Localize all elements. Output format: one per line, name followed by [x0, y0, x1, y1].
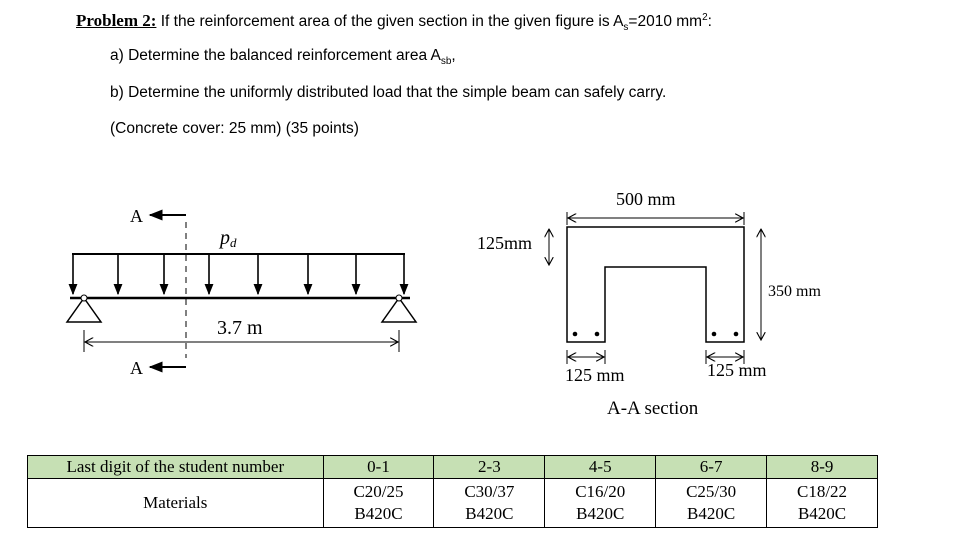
concrete-class: C20/25	[353, 482, 404, 501]
load-arrows	[68, 254, 409, 296]
rebar-left-2	[594, 331, 600, 337]
section-mark-bottom: A	[130, 358, 143, 378]
cross-section: 500 mm 125mm 350 mm 125 mm 125 mm A-A se…	[477, 189, 821, 419]
steel-class: B420C	[687, 504, 736, 523]
header-label-cell: Last digit of the student number	[27, 455, 324, 479]
section-mark-top: A	[130, 206, 143, 226]
problem-title: Problem 2: If the reinforcement area of …	[76, 11, 712, 33]
steel-class: B420C	[576, 504, 625, 523]
concrete-class: C30/37	[464, 482, 515, 501]
concrete-class: C18/22	[797, 482, 848, 501]
steel-class: B420C	[354, 504, 403, 523]
steel-class: B420C	[465, 504, 514, 523]
flange-label: 125mm	[477, 233, 532, 253]
digits-cell: 4-5	[544, 455, 657, 479]
part-a-text: a) Determine the balanced reinforcement …	[110, 47, 441, 64]
part-a: a) Determine the balanced reinforcement …	[110, 47, 456, 67]
problem-label: Problem 2:	[76, 11, 157, 30]
digits-cell: 0-1	[322, 455, 435, 479]
rebar-right-1	[711, 331, 717, 337]
span-label: 3.7 m	[217, 317, 263, 339]
part-b: b) Determine the uniformly distributed l…	[110, 84, 667, 101]
digits-cell: 8-9	[766, 455, 878, 479]
section-caption: A-A section	[607, 398, 699, 419]
rebar-left-1	[572, 331, 578, 337]
part-a-end: ,	[451, 47, 456, 64]
section-outline	[566, 226, 745, 343]
right-pin-support	[380, 294, 418, 323]
statement-value: =2010 mm	[628, 13, 703, 30]
left-pin-support	[65, 294, 103, 323]
digits-cell: 2-3	[433, 455, 546, 479]
rebar-right-2	[733, 331, 739, 337]
part-a-subscript: sb	[440, 56, 452, 68]
concrete-cover-note: (Concrete cover: 25 mm) (35 points)	[110, 120, 359, 137]
left-web-label: 125 mm	[565, 365, 625, 385]
statement-end: :	[707, 13, 712, 30]
concrete-class: C25/30	[686, 482, 737, 501]
statement-superscript: 2	[702, 11, 708, 23]
width-label: 500 mm	[616, 189, 676, 209]
right-web-label: 125 mm	[707, 360, 767, 380]
simple-beam: A A pd 3.7 m	[65, 206, 418, 378]
digits-cell: 6-7	[655, 455, 768, 479]
steel-class: B420C	[797, 504, 847, 523]
materials-table: Last digit of the student number 0-1 2-3…	[27, 455, 878, 528]
as-subscript: s	[623, 22, 629, 34]
height-label: 350 mm	[768, 283, 821, 300]
materials-label-cell: Materials	[27, 478, 324, 528]
table-header-row: Last digit of the student number 0-1 2-3…	[27, 455, 878, 479]
concrete-class: C16/20	[575, 482, 626, 501]
load-label: pd	[218, 227, 237, 250]
problem-statement: If the reinforcement area of the given s…	[156, 13, 624, 30]
